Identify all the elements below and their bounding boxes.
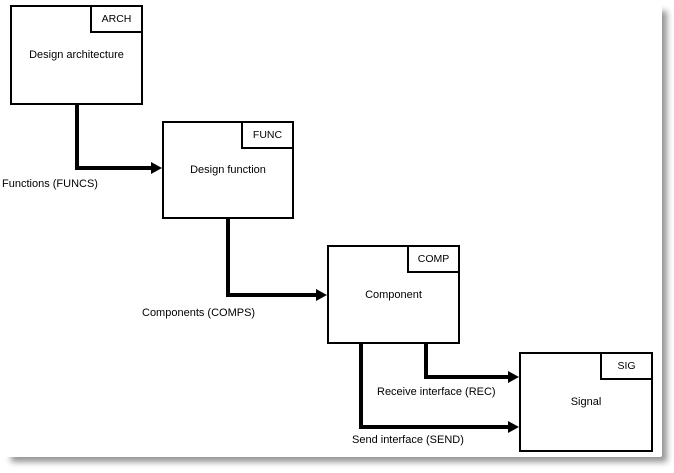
edge-label-receive-interface: Receive interface (REC) [377, 386, 496, 398]
node-tag-comp: COMP [407, 245, 460, 273]
arrow-functions-vertical-segment [75, 105, 79, 168]
node-label-signal: Signal [570, 396, 602, 408]
node-label-component: Component [365, 288, 422, 301]
edge-label-send-interface: Send interface (SEND) [352, 434, 464, 446]
node-component: Component COMP [327, 245, 460, 344]
node-design-architecture: Design architecture ARCH [10, 5, 143, 105]
edge-label-components: Components (COMPS) [142, 307, 256, 319]
arrow-components-arrowhead-icon [316, 289, 327, 301]
diagram-canvas: Design architecture ARCH Design function… [2, 5, 653, 452]
node-tag-arch: ARCH [90, 5, 143, 33]
arrow-functions-arrowhead-icon [151, 162, 162, 174]
arrow-receive-arrowhead-icon [508, 371, 519, 383]
arrow-receive-horizontal-segment [424, 375, 508, 379]
node-signal: Signal SIG [519, 352, 653, 452]
node-tag-sig: SIG [600, 352, 653, 380]
arrow-send-vertical-segment [359, 344, 363, 429]
arrow-send-arrowhead-icon [508, 421, 519, 433]
node-tag-func: FUNC [241, 121, 294, 149]
arrow-components-vertical-segment [226, 219, 230, 297]
arrow-send-horizontal-segment [359, 425, 508, 429]
node-label-design-architecture: Design architecture [29, 49, 124, 61]
arrow-receive-vertical-segment [424, 344, 428, 379]
node-design-function: Design function FUNC [162, 121, 294, 219]
node-label-design-function: Design function [190, 164, 266, 176]
arrow-components-horizontal-segment [226, 293, 316, 297]
edge-label-functions: Functions (FUNCS) [2, 178, 98, 190]
arrow-functions-horizontal-segment [75, 166, 151, 170]
